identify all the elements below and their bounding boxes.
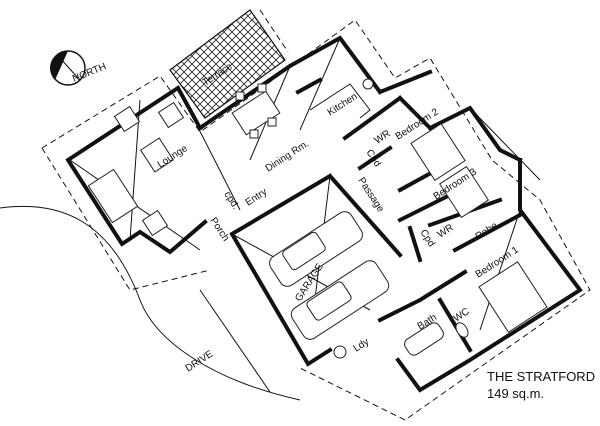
armchair-icon-3 [141, 209, 169, 237]
bed-icon-2 [410, 123, 466, 181]
main-walls [197, 35, 433, 131]
car-icon [269, 211, 363, 287]
laundry-tub-icon [333, 345, 347, 359]
toilet-icon [455, 322, 469, 338]
terrace-area [169, 9, 286, 119]
drive-label: DRIVE [184, 348, 216, 374]
lounge-walls [65, 85, 208, 255]
north-compass-icon [50, 50, 86, 86]
dining-chairs-icon [235, 83, 277, 139]
room-label-ldy: Ldy [352, 337, 372, 355]
room-label-dining: Dining Rm. [264, 138, 311, 174]
room-label-porch: Porch [207, 216, 230, 244]
terrace-dash [259, 9, 289, 53]
car-icon-2 [290, 260, 390, 340]
roof-outline-2 [41, 147, 211, 291]
room-label-robe: Robe [474, 220, 500, 242]
plan-area: 149 sq.m. [487, 386, 544, 401]
bed-icon-1 [478, 261, 548, 333]
sink-icon [362, 78, 374, 90]
room-label-cpd-entry: cpd. [221, 190, 241, 212]
room-label-entry: Entry [244, 187, 270, 209]
interior-walls [357, 145, 523, 353]
coffee-table-icon [140, 137, 174, 173]
room-label-wr2: WR [436, 222, 456, 240]
garage-walls [229, 173, 403, 367]
armchair-icon [113, 105, 141, 133]
plan-title: THE STRATFORD [487, 369, 595, 384]
room-label-wr1: WR [373, 128, 393, 146]
drive-edge [199, 289, 271, 393]
east-wing-walls [395, 158, 583, 393]
kitchen-bench [309, 83, 371, 119]
bathtub-icon [404, 322, 444, 356]
roof-outline [41, 19, 591, 421]
drive-curve [0, 205, 301, 401]
room-label-cpd2: Cpd [417, 228, 436, 249]
armchair-icon-2 [157, 101, 185, 129]
dining-table-icon [231, 90, 281, 136]
room-label-kitchen: Kitchen [326, 91, 360, 118]
sofa-icon [87, 168, 139, 224]
bed-icon-3 [438, 165, 490, 219]
